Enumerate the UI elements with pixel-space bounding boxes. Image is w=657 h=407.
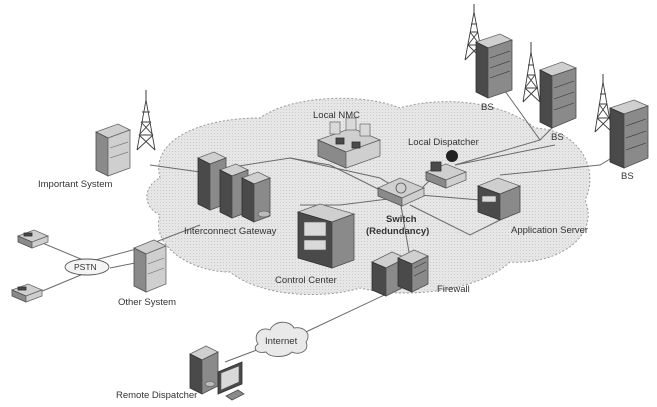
switch-label-line1: Switch [386,214,417,225]
server-rack-icon [608,99,650,169]
bs-top-station [464,4,514,99]
control-center-label: Control Center [275,275,337,286]
remote-dispatcher-node [189,345,245,401]
server-rack-icon [94,123,132,177]
pstn-node [64,258,110,276]
radio-tower-icon [594,74,613,133]
phone-icon [16,229,50,249]
firewall-brick-icon [371,249,429,297]
important-system-label: Important System [38,179,113,190]
control-cabinet-icon [296,203,356,269]
local-dispatcher-label: Local Dispatcher [408,137,479,148]
application-server-label: Application Server [511,225,588,236]
server-rack-icon [133,239,167,293]
server-rack-icon [474,33,514,99]
network-cloud [146,97,591,296]
control-center-node [296,203,356,269]
bs-right-station [594,74,650,169]
desktop-tower-icon [189,345,219,395]
internet-label: Internet [265,336,298,347]
internet-node [254,321,309,357]
other-system-label: Other System [118,297,176,308]
bs-right-label: BS [621,171,634,182]
network-switch-icon [376,177,426,207]
firewall-node [371,249,429,297]
bs-mid-station [522,42,578,129]
radio-tower-icon [464,4,484,61]
pstn-label: PSTN [74,262,97,272]
radio-tower-icon [136,90,156,151]
server-stack-icon [197,151,271,223]
firewall-label: Firewall [437,284,470,295]
bs-top-label: BS [481,102,494,113]
interconnect-gateway-label: Interconnect Gateway [184,226,277,237]
bs-mid-label: BS [551,132,564,143]
workstation-cluster-icon [316,117,382,169]
phone-device-bottom [10,283,44,303]
local-dispatcher-node [424,150,468,189]
desk-console-icon [424,161,468,189]
switch-node [376,177,426,207]
remote-dispatcher-label: Remote Dispatcher [116,390,197,401]
phone-icon [10,283,44,303]
switch-label-line2: (Redundancy) [366,226,429,237]
important-system-node [94,90,156,177]
application-server-node [476,177,522,221]
other-system-node [133,239,167,293]
local-nmc-label: Local NMC [313,110,360,121]
interconnect-gateway-node [197,151,271,223]
phone-device-top [16,229,50,249]
server-rack-icon [538,61,578,129]
internet-cloud-icon [254,321,309,357]
monitor-icon [217,361,245,401]
radio-tower-icon [522,42,541,103]
local-nmc-node [316,117,382,169]
pstn-oval [64,258,110,276]
server-box-icon [476,177,522,221]
